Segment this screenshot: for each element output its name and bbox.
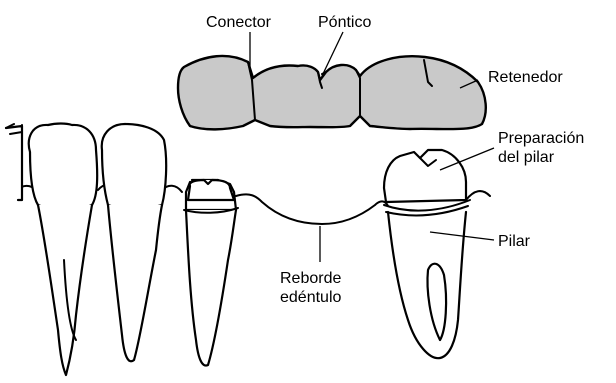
tooth-1	[29, 124, 97, 376]
tooth-4-abutment-right	[384, 150, 470, 358]
label-conector: Conector	[206, 14, 272, 31]
label-retenedor: Retenedor	[488, 69, 563, 86]
label-pilar: Pilar	[498, 233, 531, 250]
tooth-2-crown	[102, 124, 166, 209]
label-pontico: Póntico	[318, 14, 371, 31]
tooth-3-root	[186, 210, 236, 366]
bridge-body	[178, 56, 486, 129]
tooth-4-preparation	[384, 150, 466, 202]
label-preparacion-1: Preparación	[498, 130, 584, 147]
edge-tooth	[6, 126, 22, 200]
label-reborde-1: Reborde	[280, 270, 341, 287]
bridge-prosthesis	[178, 56, 486, 129]
label-reborde-2: edéntulo	[280, 289, 341, 306]
tooth-1-root	[38, 205, 92, 375]
tooth-1-crown	[29, 124, 97, 209]
tooth-3-abutment-left	[184, 180, 238, 366]
tooth-3-top	[188, 180, 234, 200]
label-preparacion-2: del pilar	[498, 149, 555, 166]
tooth-2	[102, 124, 166, 361]
tooth-2-root	[108, 205, 162, 361]
